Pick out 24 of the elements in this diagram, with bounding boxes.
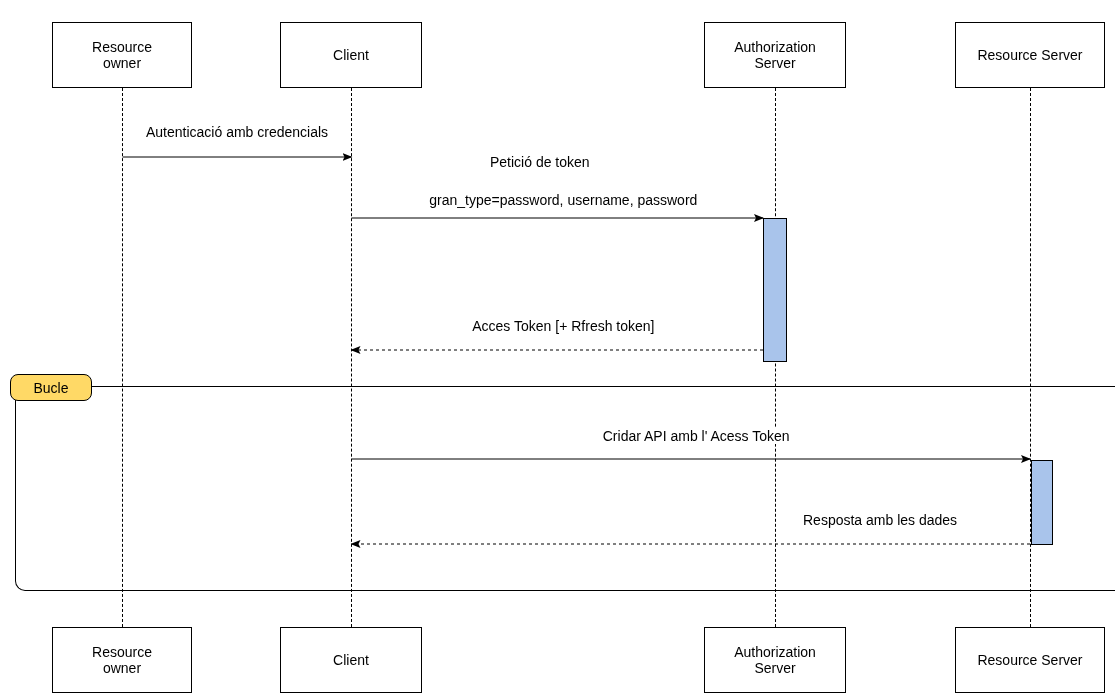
message-note: Petició de token xyxy=(490,154,590,170)
message-arrow xyxy=(351,455,1031,463)
activation-bar xyxy=(763,218,787,362)
message-label: Cridar API amb l' Acess Token xyxy=(602,428,790,444)
participant-box: Authorization Server xyxy=(704,22,846,88)
participant-box: Client xyxy=(280,627,422,693)
message-label: Autenticació amb credencials xyxy=(146,124,329,140)
lifeline xyxy=(351,88,352,627)
participant-box: Client xyxy=(280,22,422,88)
activation-bar xyxy=(1031,460,1053,545)
participant-box: Resource Server xyxy=(955,627,1105,693)
message-label: Resposta amb les dades xyxy=(803,512,958,528)
message-arrow xyxy=(351,214,764,222)
lifeline xyxy=(122,88,123,627)
participant-box: Resource owner xyxy=(52,22,192,88)
participant-box: Authorization Server xyxy=(704,627,846,693)
participant-box: Resource Server xyxy=(955,22,1105,88)
message-arrow xyxy=(122,153,353,161)
participant-box: Resource owner xyxy=(52,627,192,693)
message-arrow xyxy=(350,540,1031,548)
message-label: Acces Token [+ Rfresh token] xyxy=(472,318,655,334)
loop-label: Bucle xyxy=(10,374,92,401)
message-arrow xyxy=(350,346,764,354)
message-label: gran_type=password, username, password xyxy=(429,192,698,208)
